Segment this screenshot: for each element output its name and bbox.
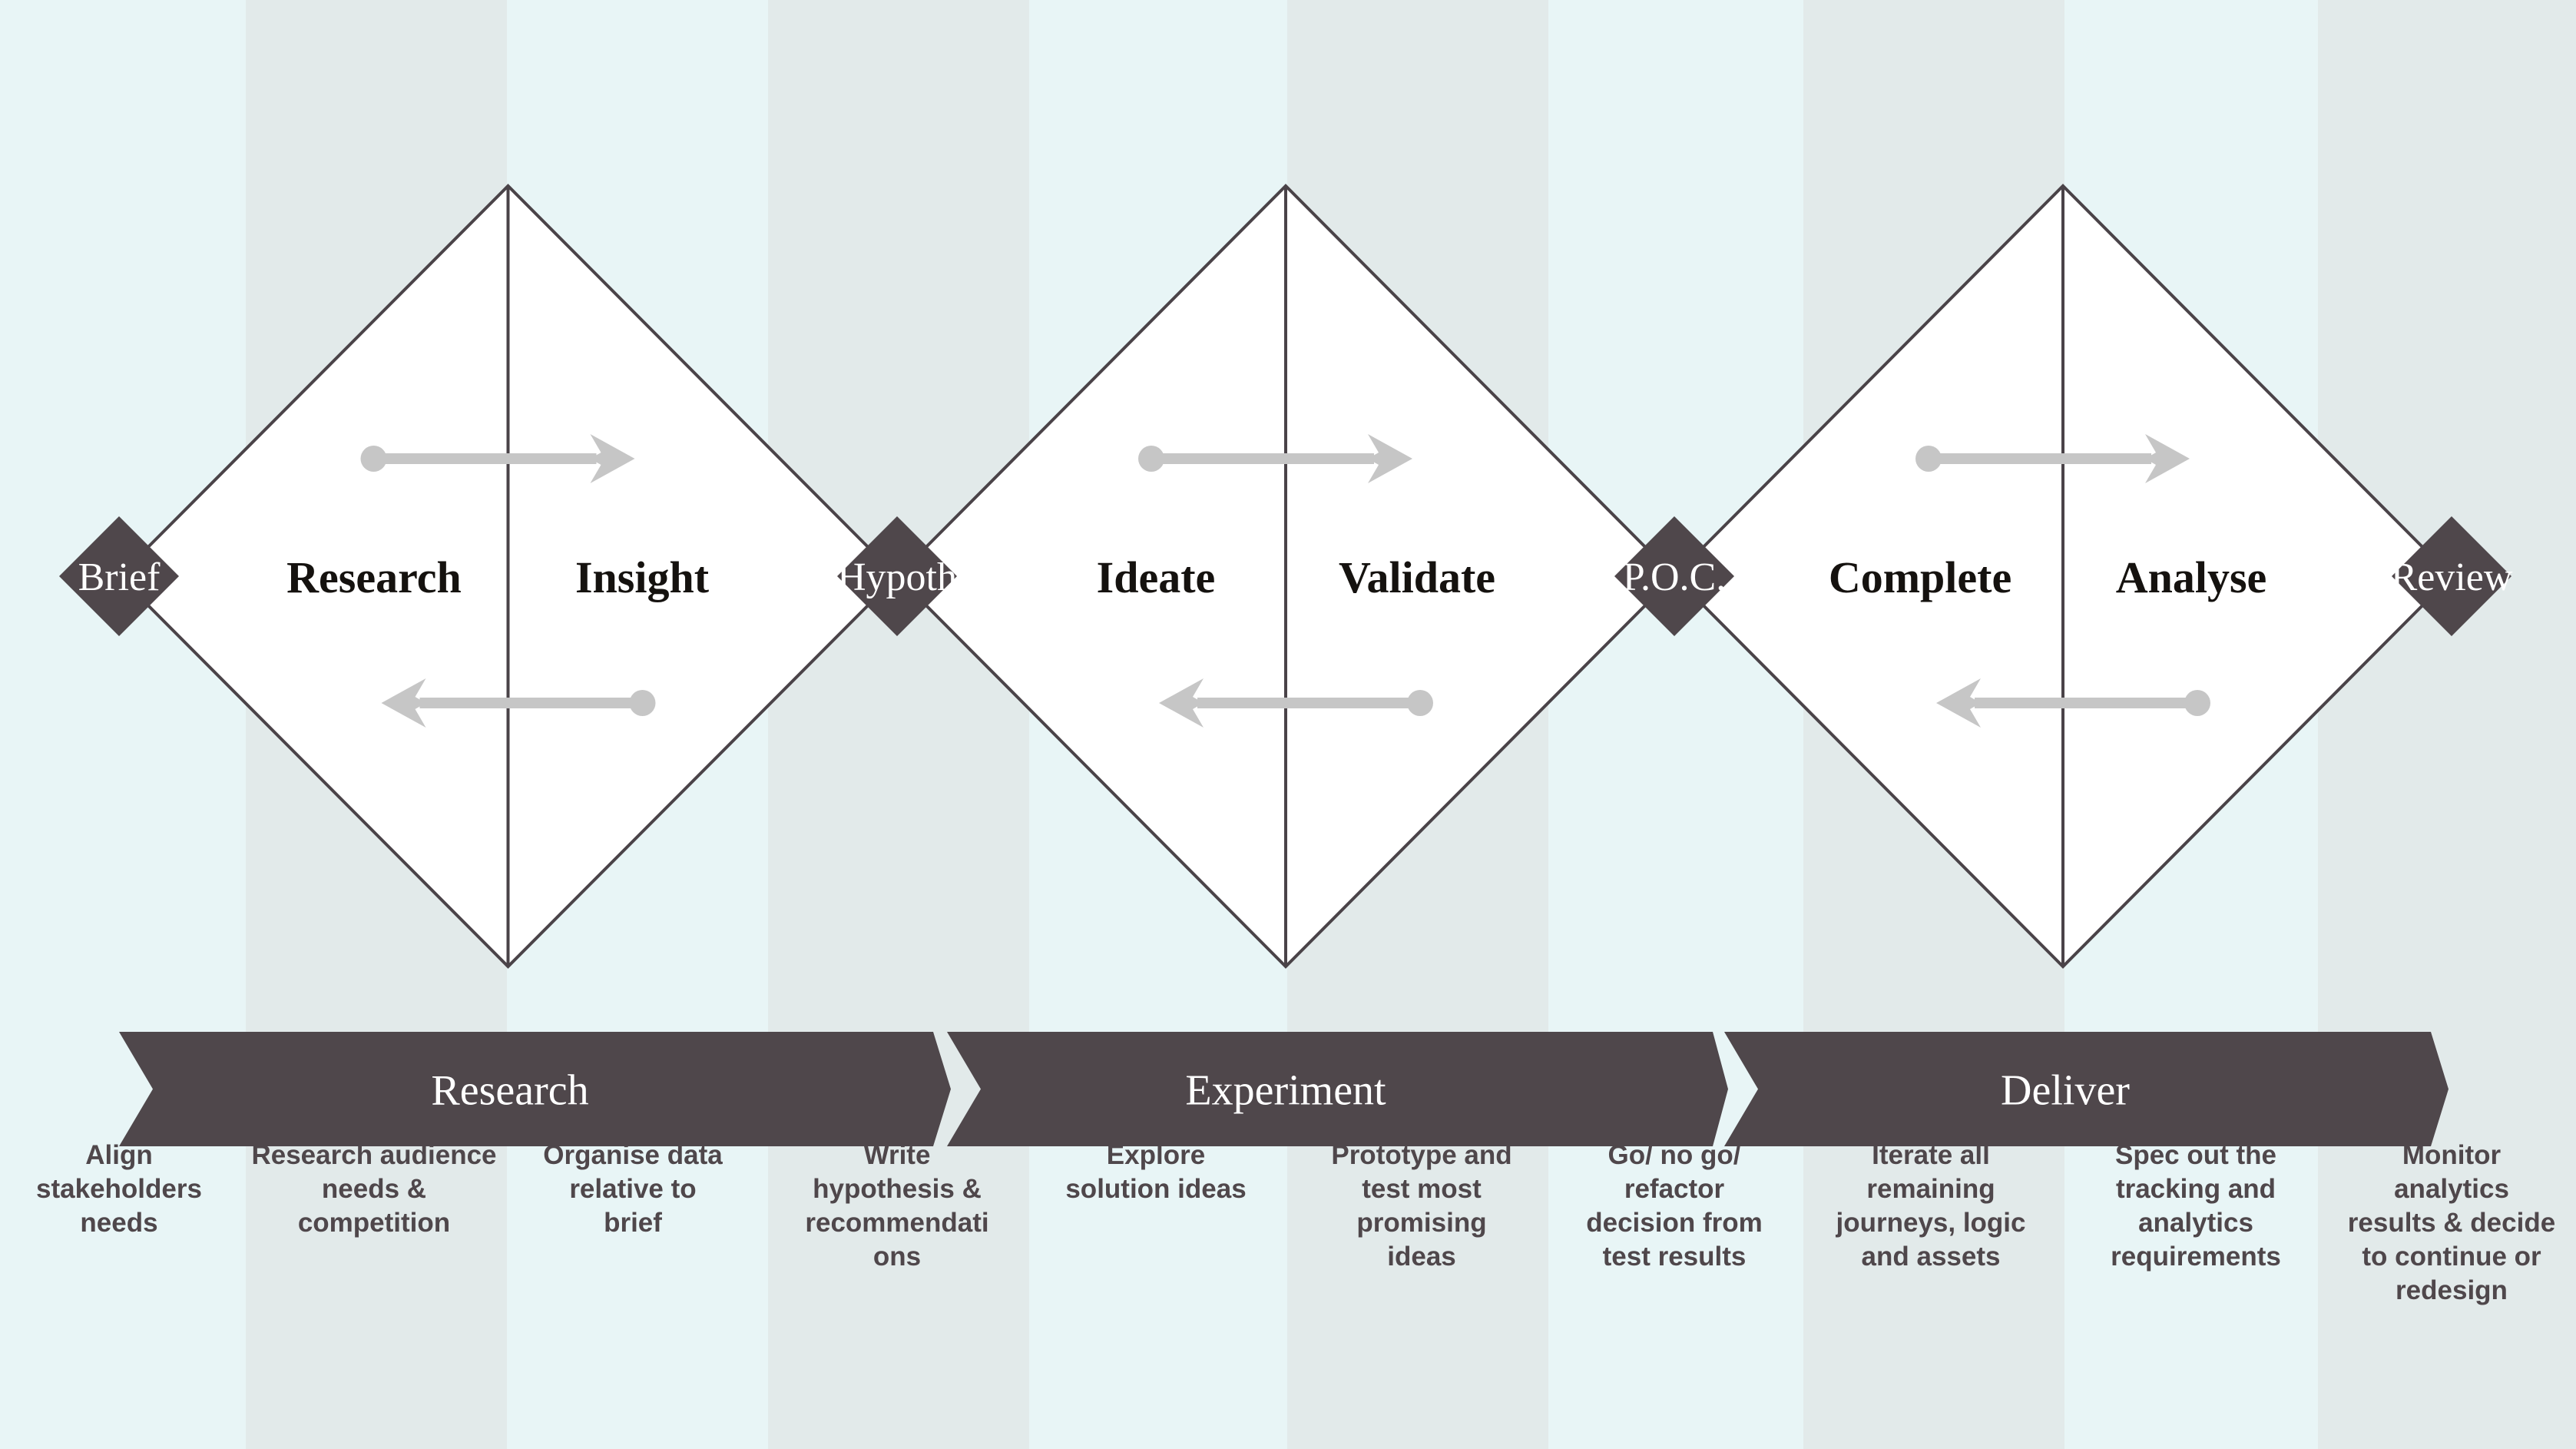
double-diamond-d2 <box>895 184 1677 969</box>
caption-line: test most <box>1362 1174 1482 1204</box>
caption-column: Write hypothesis & recommendati ons <box>805 1140 988 1272</box>
milestone-nodes[interactable]: Brief Hypoth P.O.C. Review <box>59 516 2513 636</box>
banner-research[interactable]: Research <box>119 1032 951 1146</box>
caption-line: needs & <box>322 1174 426 1204</box>
node-label: Hypoth <box>837 555 957 599</box>
caption-line: redesign <box>2396 1275 2508 1305</box>
caption-line: results & decide <box>2348 1208 2555 1238</box>
caption-column: Organise data relative to brief <box>543 1140 723 1238</box>
banner-experiment[interactable]: Experiment <box>947 1032 1728 1146</box>
node-hypoth[interactable]: Hypoth <box>837 516 957 636</box>
caption-line: ideas <box>1387 1242 1456 1272</box>
caption-line: remaining <box>1866 1174 1995 1204</box>
phase-labels: Research Insight Ideate Validate Complete Ana… <box>286 552 2266 602</box>
caption-column: Research audience needs & competition <box>251 1140 496 1238</box>
caption-line: solution ideas <box>1065 1174 1246 1204</box>
diamond-shapes <box>117 184 2454 969</box>
caption-line: recommendati <box>805 1208 988 1238</box>
node-diamond-shape[interactable] <box>59 516 179 636</box>
banner-label: Experiment <box>1185 1067 1386 1115</box>
caption-line: ons <box>873 1242 921 1272</box>
caption-column: Prototype and test most promising ideas <box>1331 1140 1511 1272</box>
node-label: Review <box>2391 555 2513 599</box>
caption-line: relative to <box>569 1174 696 1204</box>
phase-banners[interactable]: Research Experiment Deliver <box>119 1032 2449 1146</box>
caption-line: brief <box>604 1208 662 1238</box>
caption-line: requirements <box>2111 1242 2281 1272</box>
caption-line: and assets <box>1862 1242 2001 1272</box>
phase-label-complete: Complete <box>1829 552 2011 602</box>
caption-line: Write <box>864 1140 931 1170</box>
column-band <box>768 0 1029 1449</box>
caption-line: analytics <box>2394 1174 2509 1204</box>
caption-line: journeys, logic <box>1836 1208 2026 1238</box>
caption-columns: Align stakeholders needs Research audience n… <box>36 1140 2555 1305</box>
node-brief[interactable]: Brief <box>59 516 179 636</box>
banner-shape[interactable] <box>1724 1032 2449 1146</box>
caption-line: Align <box>85 1140 152 1170</box>
caption-line: Monitor <box>2402 1140 2502 1170</box>
caption-line: decision from <box>1586 1208 1762 1238</box>
node-diamond-shape[interactable] <box>1614 516 1734 636</box>
phase-label-ideate: Ideate <box>1097 552 1216 602</box>
caption-line: to continue or <box>2362 1242 2541 1272</box>
caption-column: Go/ no go/refactor decision from test resu… <box>1586 1140 1762 1272</box>
caption-line: stakeholders <box>36 1174 202 1204</box>
phase-label-validate: Validate <box>1339 552 1495 602</box>
caption-column: Monitor analytics results & decide to conti… <box>2348 1140 2555 1305</box>
caption-line: refactor <box>1624 1174 1725 1204</box>
caption-line: Iterate all <box>1872 1140 1990 1170</box>
caption-line: test results <box>1603 1242 1747 1272</box>
phase-label-insight: Insight <box>575 552 710 602</box>
caption-column: Align stakeholders needs <box>36 1140 202 1238</box>
caption-line: Explore <box>1107 1140 1205 1170</box>
caption-line: Organise data <box>543 1140 723 1170</box>
phase-label-research: Research <box>286 552 462 602</box>
caption-column: Iterate all remaining journeys, logic and a… <box>1836 1140 2026 1272</box>
caption-column: Spec out the tracking and analytics require… <box>2111 1140 2281 1272</box>
node-poc[interactable]: P.O.C. <box>1614 516 1734 636</box>
caption-line: analytics <box>2138 1208 2253 1238</box>
caption-line: Spec out the <box>2115 1140 2276 1170</box>
caption-line: tracking and <box>2116 1174 2276 1204</box>
node-diamond-shape[interactable] <box>2392 516 2511 636</box>
caption-line: Prototype and <box>1331 1140 1511 1170</box>
caption-line: hypothesis & <box>813 1174 982 1204</box>
banner-shape[interactable] <box>119 1032 951 1146</box>
node-review[interactable]: Review <box>2391 516 2513 636</box>
caption-column: Explore solution ideas <box>1065 1140 1246 1204</box>
banner-deliver[interactable]: Deliver <box>1724 1032 2449 1146</box>
banner-label: Deliver <box>2001 1067 2130 1115</box>
node-label: P.O.C. <box>1623 555 1726 599</box>
node-label: Brief <box>78 555 161 599</box>
caption-line: promising <box>1356 1208 1486 1238</box>
caption-line: Research audience <box>251 1140 496 1170</box>
banner-shape[interactable] <box>947 1032 1728 1146</box>
node-diamond-shape[interactable] <box>837 516 957 636</box>
phase-label-analyse: Analyse <box>2116 552 2267 602</box>
caption-line: needs <box>80 1208 157 1238</box>
column-band <box>2318 0 2576 1449</box>
caption-line: Go/ no go/ <box>1608 1140 1740 1170</box>
banner-label: Research <box>431 1067 588 1115</box>
caption-line: competition <box>298 1208 450 1238</box>
